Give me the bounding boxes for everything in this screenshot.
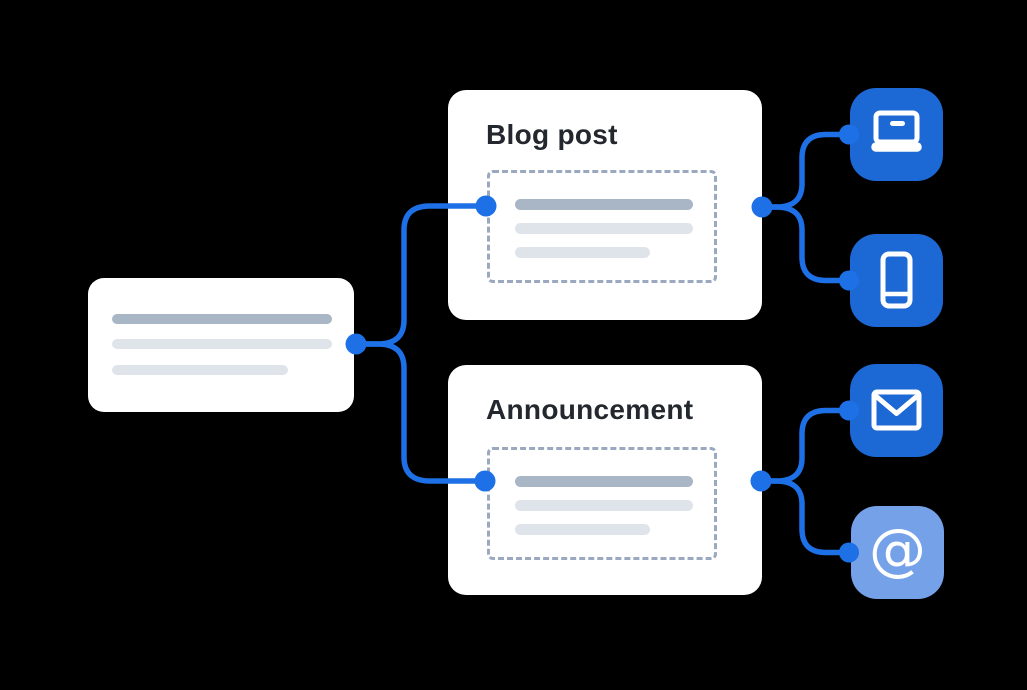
mobile-phone-icon — [880, 251, 913, 309]
skeleton-line — [112, 365, 288, 375]
wire-announcement-to-at — [758, 478, 852, 556]
wire-blog-to-laptop — [759, 131, 852, 210]
card-title: Blog post — [486, 119, 618, 150]
skeleton-line — [112, 314, 332, 324]
channel-laptop-tile — [850, 88, 943, 181]
wire-blog-to-phone — [759, 204, 852, 284]
skeleton-line — [515, 223, 693, 234]
source-content-card — [88, 278, 354, 412]
skeleton-line — [112, 339, 332, 349]
at-mention-icon: @ — [869, 517, 926, 583]
laptop-icon — [871, 110, 922, 152]
skeleton-line — [515, 524, 650, 535]
blog-post-card: Blog post — [448, 90, 762, 320]
content-placeholder-box — [487, 447, 717, 560]
card-title: Announcement — [486, 394, 694, 425]
skeleton-line — [515, 247, 650, 258]
content-placeholder-box — [487, 170, 717, 283]
channel-at-mention-tile: @ — [851, 506, 944, 599]
wire-announcement-to-email — [758, 407, 852, 484]
announcement-card: Announcement — [448, 365, 762, 595]
skeleton-line — [515, 500, 693, 511]
skeleton-line — [515, 476, 693, 487]
channel-email-tile — [850, 364, 943, 457]
skeleton-line — [515, 199, 693, 210]
channel-phone-tile — [850, 234, 943, 327]
email-envelope-icon — [871, 389, 922, 431]
